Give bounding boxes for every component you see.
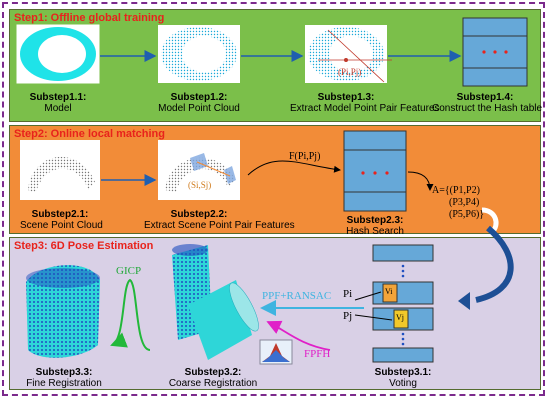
- pair-set-line3: (P5,P6)}: [449, 209, 485, 220]
- substep-2-2-title: Substep2.2:: [170, 209, 228, 220]
- arrow-hash-to-set: [407, 171, 434, 191]
- pair-set-line2: (P3,P4): [449, 197, 480, 208]
- fpfh-arrow: [266, 320, 331, 351]
- step3-title: Step3: 6D Pose Estimation: [14, 240, 154, 252]
- substep-1-4-title: Substep1.4:: [456, 92, 514, 103]
- substep-2-2-label: Substep2.2: Extract Scene Point Pair Fea…: [144, 209, 295, 231]
- substep-1-4-desc: Construct the Hash table: [432, 103, 543, 114]
- step2-title: Step2: Online local matching: [14, 128, 165, 140]
- hash-table-icon: [462, 17, 528, 87]
- feature-function-label: F(Pi,Pj): [289, 151, 321, 162]
- substep-1-1-desc: Model: [44, 103, 72, 114]
- substep-3-3-desc: Fine Registration: [26, 378, 102, 389]
- vi-label: Vi: [385, 287, 393, 296]
- substep-2-1-label: Substep2.1: Scene Point Cloud: [20, 209, 103, 231]
- fpfh-label: FPFH: [304, 348, 331, 360]
- scene-pair-label: (Si,Sj): [188, 180, 212, 190]
- model-point-cloud-icon: [161, 27, 237, 81]
- substep-2-1-desc: Scene Point Cloud: [20, 220, 103, 231]
- substep-3-2-label: Substep3.2: Coarse Registration: [165, 367, 261, 389]
- scene-point-cloud-icon: [28, 156, 95, 193]
- substep-1-2-desc: Model Point Cloud: [158, 103, 240, 114]
- vote-cell-vj: [393, 309, 409, 329]
- substep-2-1-title: Substep2.1:: [31, 209, 89, 220]
- ppf-ransac-label: PPF+RANSAC: [262, 290, 332, 302]
- fpfh-histogram-icon: [259, 339, 293, 365]
- substep-1-4-label: Substep1.4: Construct the Hash table: [432, 92, 543, 114]
- coarse-registration-icon: [172, 244, 259, 360]
- pj-label: Pj: [343, 310, 353, 322]
- substep-3-1-label: Substep3.1: Voting: [363, 367, 443, 389]
- pi-pointer: [354, 291, 382, 301]
- model-cylinder-icon: [20, 27, 96, 81]
- substep-3-3-label: Substep3.3: Fine Registration: [22, 367, 106, 389]
- arrow-to-voting-head: [458, 292, 470, 310]
- pi-label: Pi: [343, 288, 353, 300]
- substep-1-2-label: Substep1.2: Model Point Cloud: [158, 92, 240, 114]
- arrow-to-voting: [475, 225, 514, 303]
- substep-3-2-title: Substep3.2:: [184, 367, 242, 378]
- vj-label: Vj: [396, 313, 404, 322]
- step1-title: Step1: Offline global training: [14, 12, 165, 24]
- substep-2-3-desc: Hash Search: [346, 226, 404, 237]
- substep-3-1-title: Substep3.1:: [374, 367, 432, 378]
- substep-1-2-title: Substep1.2:: [170, 92, 228, 103]
- pj-pointer: [354, 314, 393, 321]
- substep-1-1-label: Substep1.1: Model: [18, 92, 98, 114]
- fine-registration-icon: [26, 265, 100, 358]
- substep-1-3-desc: Extract Model Point Pair Features: [290, 103, 440, 114]
- model-ppf-icon: [308, 27, 392, 83]
- substep-1-3-title: Substep1.3:: [317, 92, 375, 103]
- gicp-label: GICP: [116, 265, 142, 277]
- scene-ppf-icon: [165, 153, 236, 192]
- outer-frame: [2, 2, 545, 396]
- model-pair-label: (Pi,Pj): [338, 67, 362, 77]
- substep-3-1-desc: Voting: [389, 378, 417, 389]
- voting-table-icon: [372, 244, 434, 363]
- arrow-feature-to-hash: [247, 160, 341, 176]
- gicp-curve: [110, 278, 151, 351]
- substep-2-2-desc: Extract Scene Point Pair Features: [144, 220, 295, 231]
- substep-1-3-label: Substep1.3: Extract Model Point Pair Fea…: [290, 92, 440, 114]
- substep-3-2-desc: Coarse Registration: [168, 378, 258, 389]
- pair-set-line1: A={(P1,P2): [432, 185, 480, 196]
- vote-cell-vi: [382, 283, 398, 303]
- substep-2-3-title: Substep2.3:: [346, 215, 404, 226]
- substep-3-3-title: Substep3.3:: [35, 367, 93, 378]
- hash-search-table-icon: [343, 130, 407, 212]
- substep-2-3-label: Substep2.3: Hash Search: [335, 215, 415, 237]
- substep-1-1-title: Substep1.1:: [29, 92, 87, 103]
